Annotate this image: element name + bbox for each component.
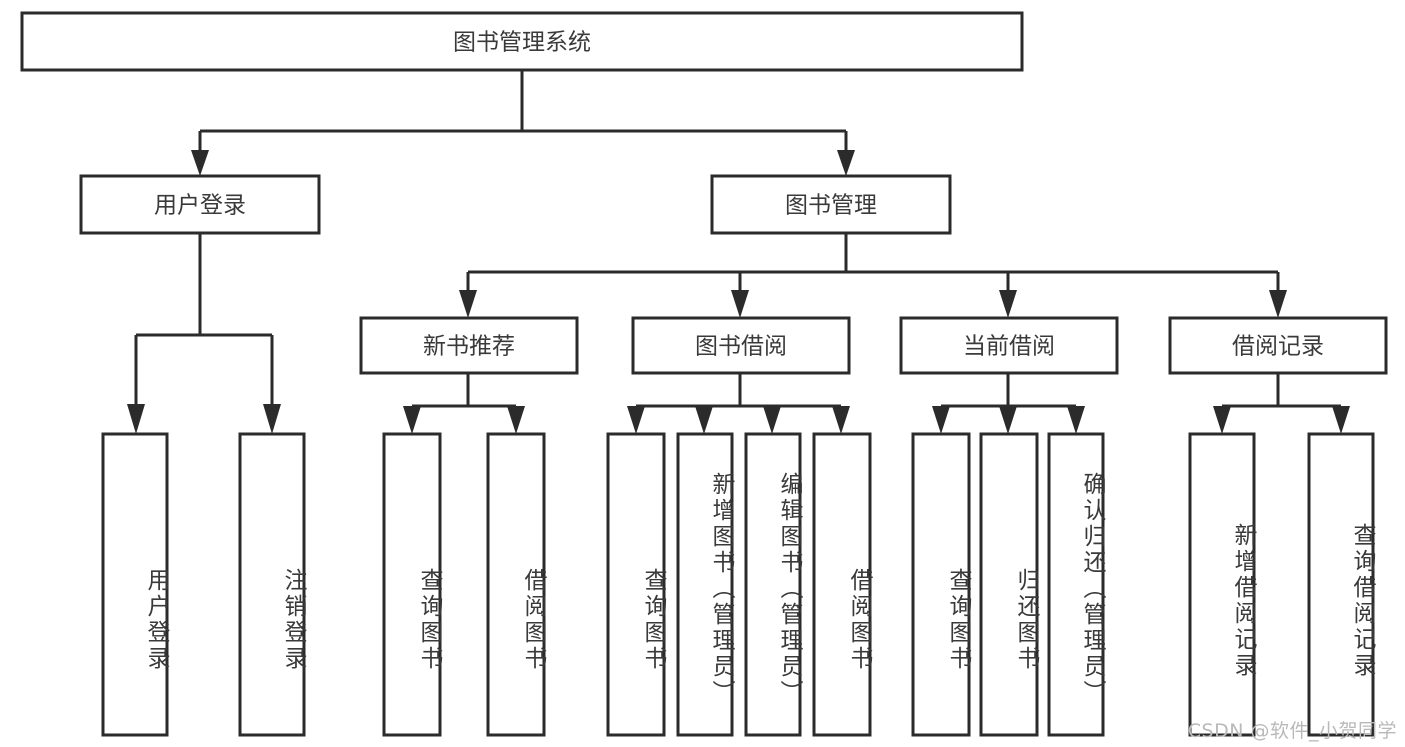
arrow-head-leaf-borrow-book-2 (832, 406, 850, 434)
arrow-head-book-management (837, 150, 855, 176)
arrow-head-leaf-add-book (695, 406, 713, 434)
node-box-root[interactable] (20, 11, 1024, 72)
arrow-head-leaf-edit-book (763, 406, 781, 434)
arrow-head-leaf-query-book-2 (627, 406, 645, 434)
node-box-leaf-query-book-3[interactable] (911, 432, 971, 737)
arrow-head-leaf-query-record (1332, 406, 1350, 434)
node-label-user-login: 用户登录 (154, 193, 246, 219)
arrow-head-current-borrow (999, 290, 1017, 318)
node-box-leaf-logout[interactable] (238, 432, 306, 737)
node-box-leaf-query-record[interactable] (1307, 432, 1375, 737)
node-box-user-login[interactable] (79, 174, 321, 235)
node-label-book-borrow: 图书借阅 (695, 334, 787, 360)
node-box-leaf-edit-book[interactable] (744, 432, 802, 737)
node-box-book-borrow[interactable] (631, 316, 851, 375)
node-label-book-management: 图书管理 (785, 193, 877, 219)
node-box-leaf-query-book-2[interactable] (606, 432, 666, 737)
node-box-new-book-recommend[interactable] (359, 316, 579, 375)
node-box-leaf-borrow-book-2[interactable] (812, 432, 872, 737)
node-box-borrow-record[interactable] (1168, 316, 1388, 375)
arrow-head-leaf-return-book (999, 406, 1017, 434)
arrow-head-leaf-query-book-1 (403, 406, 421, 434)
node-box-leaf-user-login[interactable] (101, 432, 169, 737)
arrow-head-borrow-record (1269, 290, 1287, 318)
node-box-leaf-return-book[interactable] (979, 432, 1039, 737)
arrow-head-leaf-borrow-book-1 (507, 406, 525, 434)
watermark-text: CSDN @软件_小贺同学 (1187, 720, 1397, 742)
arrow-head-leaf-user-login (127, 404, 145, 434)
arrow-head-new-book-recommend (459, 290, 477, 318)
node-label-current-borrow: 当前借阅 (963, 334, 1055, 360)
node-box-leaf-borrow-book-1[interactable] (486, 432, 546, 737)
arrow-head-leaf-query-book-3 (932, 406, 950, 434)
node-layer: 图书管理系统 用户登录 图书管理 新书推荐 图书借阅 当前借阅 借阅记录 (20, 11, 1388, 737)
arrow-head-leaf-logout (263, 404, 281, 434)
connector-layer (127, 70, 1350, 434)
node-box-current-borrow[interactable] (899, 316, 1119, 375)
node-label-new-book-recommend: 新书推荐 (423, 334, 515, 360)
node-box-book-management[interactable] (710, 174, 952, 235)
arrow-head-leaf-confirm-return (1067, 406, 1085, 434)
arrow-head-leaf-add-record (1213, 406, 1231, 434)
node-box-leaf-confirm-return[interactable] (1047, 432, 1105, 737)
node-box-leaf-add-record[interactable] (1188, 432, 1256, 737)
node-label-root: 图书管理系统 (453, 30, 591, 56)
arrow-head-book-borrow (731, 290, 749, 318)
node-label-borrow-record: 借阅记录 (1232, 334, 1324, 360)
node-box-leaf-add-book[interactable] (676, 432, 734, 737)
node-box-leaf-query-book-1[interactable] (382, 432, 442, 737)
arrow-head-user-login (191, 150, 209, 176)
